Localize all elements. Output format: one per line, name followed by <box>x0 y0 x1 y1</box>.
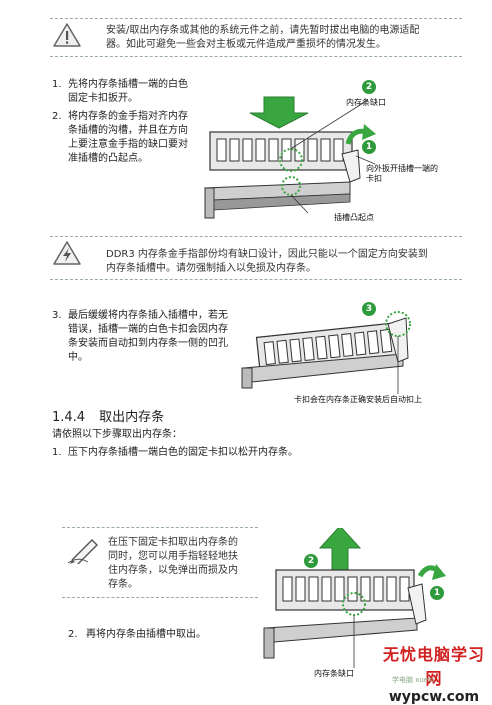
step-badge-2: 2 <box>362 80 376 94</box>
clip-locked-label: 卡扣会在内存条正确安装后自动扣上 <box>294 395 422 404</box>
memory-seated-illustration <box>241 311 411 394</box>
remove-intro: 请依照以下步骤取出内存条： <box>52 429 182 440</box>
section-number: 1.4.4 <box>52 410 86 425</box>
lightning-warning-icon <box>52 240 82 266</box>
step-number: 3. <box>52 310 62 321</box>
clip-label-line-2: 卡扣 <box>366 174 382 183</box>
text-line: 准插槽的凸起点。 <box>68 153 148 164</box>
remove-step-2-text: 再将内存条由插槽中取出。 <box>86 629 206 640</box>
step-badge-1: 1 <box>362 140 376 154</box>
text-line: 存条。 <box>108 579 138 590</box>
text-line: 将内存条的金手指对齐内存 <box>68 111 188 122</box>
text-line: 住内存条，以免弹出而损及内 <box>108 565 238 576</box>
step-number: 1. <box>52 447 62 458</box>
remove-step-1-text: 压下内存条插槽一端白色的固定卡扣以松开内存条。 <box>68 447 298 458</box>
memory-remove-illustration <box>263 525 446 668</box>
step-badge-1: 1 <box>430 586 444 600</box>
install-step-1-text: 先将内存条插槽一端的白色 固定卡扣扳开。 <box>68 78 218 106</box>
step-number: 1. <box>52 79 62 90</box>
text-line: 先将内存条插槽一端的白色 <box>68 79 188 90</box>
install-step-3-text: 最后缓缓将内存条插入插槽中，若无 错误，插槽一端的白色卡扣会因内存 条安装而自动… <box>68 309 258 365</box>
memory-install-diagram: 2 1 内存条缺口 向外扳开插槽一端的 卡扣 插槽凸起点 <box>200 80 490 232</box>
step-number: 2. <box>68 629 78 640</box>
pen-note-icon <box>66 536 102 566</box>
text-line: 固定卡扣扳开。 <box>68 93 138 104</box>
slot-key-label: 插槽凸起点 <box>334 213 374 222</box>
note-2-line-1: DDR3 内存条金手指部份均有缺口设计，因此只能以一个固定方向安装到 <box>106 249 428 260</box>
note-1-line-1: 安装/取出内存条或其他的系统元件之前，请先暂时拔出电脑的电源适配 <box>106 25 420 36</box>
note-3-text: 在压下固定卡扣取出内存条的 同时，您可以用手指轻轻地扶 住内存条，以免弹出而损及… <box>108 536 258 592</box>
memory-remove-diagram: 2 1 内存条缺口 <box>262 525 462 678</box>
note-bottom-rule <box>62 597 258 598</box>
memory-install-illustration <box>204 96 376 219</box>
text-line: 条插槽的沟槽，并且在方向 <box>68 125 188 136</box>
watermark-title: 无忧电脑学习网 <box>382 645 485 688</box>
text-line: 中。 <box>68 352 88 363</box>
watermark: 无忧电脑学习网 wypcw.com <box>376 641 492 705</box>
text-line: 同时，您可以用手指轻轻地扶 <box>108 551 238 562</box>
clip-label: 向外扳开插槽一端的 卡扣 <box>366 164 438 184</box>
notch-label: 内存条缺口 <box>346 98 386 107</box>
warning-icon <box>52 22 82 48</box>
step-badge-2: 2 <box>304 554 318 568</box>
text-line: 条安装而自动扣到内存条一侧的凹孔 <box>68 338 228 349</box>
watermark-subtext: 学电脑 xuexi <box>392 676 435 684</box>
note-top-rule <box>50 18 462 19</box>
note-bottom-rule <box>50 279 462 280</box>
note-1-text: 安装/取出内存条或其他的系统元件之前，请先暂时拔出电脑的电源适配 器。如此可避免… <box>106 24 466 52</box>
note-1-line-2: 器。如此可避免一些会对主板或元件造成严重损坏的情况发生。 <box>106 39 386 50</box>
text-line: 在压下固定卡扣取出内存条的 <box>108 537 238 548</box>
note-top-rule <box>62 527 258 528</box>
note-top-rule <box>50 236 462 237</box>
text-line: 错误，插槽一端的白色卡扣会因内存 <box>68 324 228 335</box>
step-badge-3: 3 <box>362 302 376 316</box>
note-2-text: DDR3 内存条金手指部份均有缺口设计，因此只能以一个固定方向安装到 内存条插槽… <box>106 248 466 276</box>
memory-seated-diagram: 3 卡扣会在内存条正确安装后自动扣上 <box>238 296 488 406</box>
note-bottom-rule <box>50 56 462 57</box>
step-number: 2. <box>52 111 62 122</box>
notch-label: 内存条缺口 <box>314 669 354 678</box>
text-line: 最后缓缓将内存条插入插槽中，若无 <box>68 310 228 321</box>
watermark-url: wypcw.com <box>388 689 480 705</box>
section-title: 取出内存条 <box>99 410 165 425</box>
clip-label-line-1: 向外扳开插槽一端的 <box>366 164 438 173</box>
section-heading: 1.4.4 取出内存条 <box>52 406 164 425</box>
install-step-2-text: 将内存条的金手指对齐内存 条插槽的沟槽，并且在方向 上要注意金手指的缺口要对 准… <box>68 110 218 166</box>
text-line: 上要注意金手指的缺口要对 <box>68 139 188 150</box>
note-2-line-2: 内存条插槽中。请勿强制插入以免损及内存条。 <box>106 263 316 274</box>
